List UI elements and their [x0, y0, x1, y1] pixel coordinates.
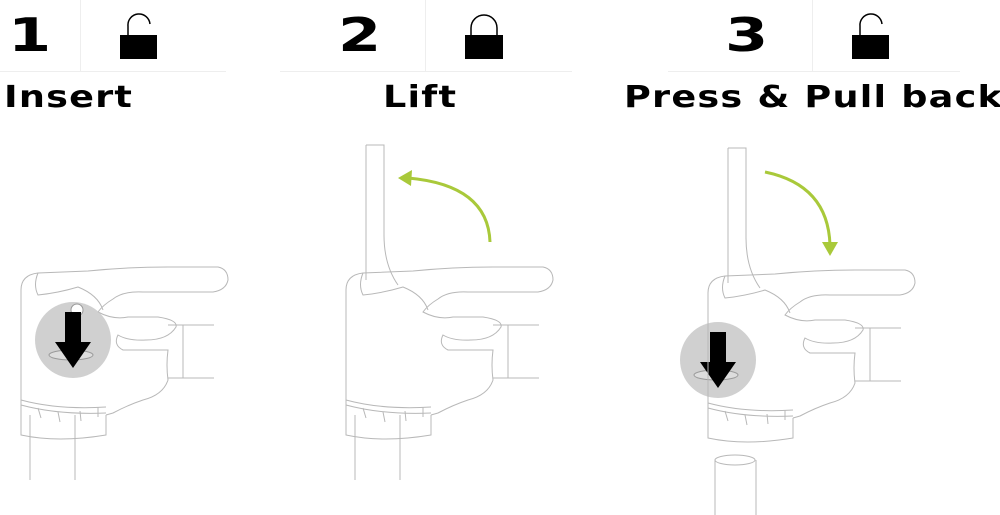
pipe: [354, 415, 401, 480]
hose-port: [493, 324, 539, 379]
rotate-arrow-down: [764, 170, 832, 246]
lock-icon: [465, 14, 503, 59]
arrowhead-icon: [398, 170, 412, 186]
arrow-down-icon: [700, 332, 736, 388]
lever-raised: [365, 144, 399, 286]
tool-illustration: [707, 147, 916, 443]
tool-illustration: [345, 144, 756, 480]
divider: [0, 71, 226, 72]
detached-pipe: [714, 460, 757, 515]
collar-grips: [724, 410, 786, 426]
step-title: Press & Pull back: [624, 80, 1000, 115]
lever-raised: [727, 147, 761, 289]
detached-pipe-top: [714, 454, 756, 466]
hose-port: [855, 327, 901, 382]
head: [20, 266, 229, 416]
unlock-icon: [852, 13, 889, 59]
arrow-down-icon: [55, 312, 91, 368]
unlock-icon: [120, 13, 157, 59]
lever-edge: [35, 272, 104, 311]
tool-illustration: [20, 266, 229, 480]
divider: [280, 71, 572, 72]
body: [20, 290, 107, 440]
rotate-arrow-up: [407, 176, 492, 243]
collar: [345, 399, 432, 414]
lever-edge: [360, 272, 429, 311]
divider: [668, 71, 960, 72]
lever-edge: [722, 275, 791, 314]
step-number: 3: [725, 8, 769, 62]
body: [345, 290, 432, 440]
pipe: [29, 415, 76, 480]
divider: [812, 0, 813, 71]
collar: [707, 402, 794, 417]
collar-grips: [362, 407, 424, 423]
collar-grips: [37, 407, 99, 423]
body: [707, 293, 794, 443]
arrowhead-icon: [822, 242, 838, 256]
step-title: Lift: [383, 80, 458, 115]
step-title: Insert: [4, 80, 134, 115]
step-number: 1: [8, 8, 52, 62]
head: [707, 269, 916, 419]
hose-port: [168, 324, 214, 379]
step-number: 2: [338, 8, 382, 62]
divider: [425, 0, 426, 71]
head: [345, 266, 554, 416]
divider: [80, 0, 81, 71]
collar: [20, 399, 107, 414]
